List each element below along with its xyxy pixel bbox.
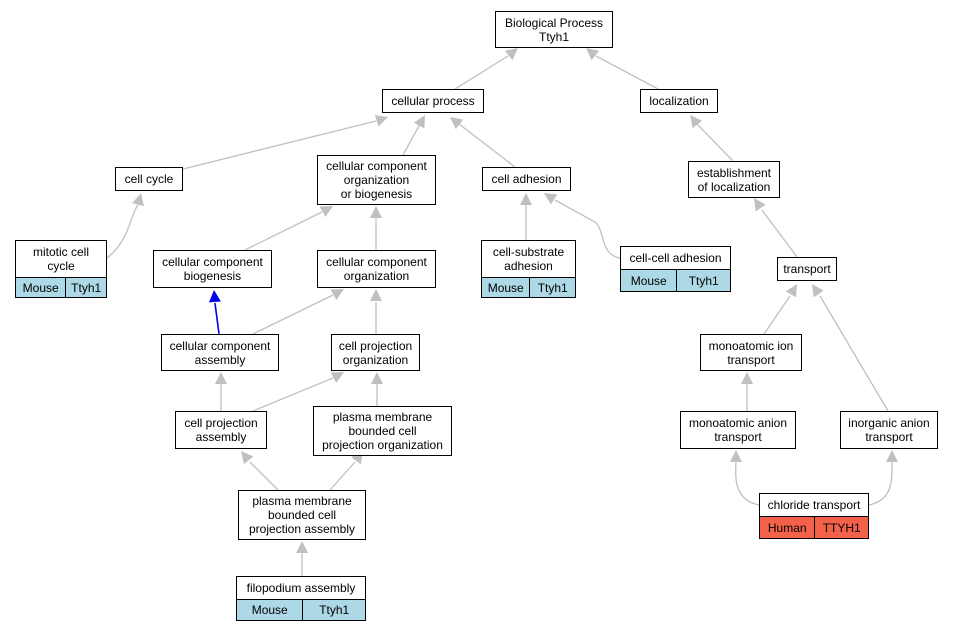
node-cellular-component-assembly[interactable]: cellular component assembly — [161, 334, 279, 371]
node-transport[interactable]: transport — [777, 257, 837, 281]
node-chloride-transport[interactable]: chloride transport — [759, 493, 869, 517]
edge-mono-ion-to-transport-arrowhead — [785, 284, 797, 298]
edge-pm-assembly-to-cp-assembly-arrowhead — [241, 451, 254, 465]
node-cell-adhesion[interactable]: cell adhesion — [482, 167, 571, 191]
edge-pm-assembly-to-pm-org — [329, 461, 356, 491]
edge-inorganic-to-transport-arrowhead — [812, 284, 824, 298]
node-plasma-membrane-bounded-cell-projection-organization[interactable]: plasma membrane bounded cell projection … — [313, 406, 452, 456]
node-biological-process[interactable]: Biological Process Ttyh1 — [495, 11, 613, 48]
species-label: Mouse — [482, 278, 530, 297]
edge-cp-assembly-to-cp-organization-arrowhead — [330, 372, 344, 384]
node-cellular-component-organization-or-biogenesis[interactable]: cellular component organization or bioge… — [317, 155, 436, 205]
gene-tag-filopodium[interactable]: Mouse Ttyh1 — [236, 599, 366, 621]
node-cellular-component-biogenesis[interactable]: cellular component biogenesis — [153, 250, 272, 288]
node-mitotic-cell-cycle[interactable]: mitotic cell cycle — [15, 240, 107, 278]
edge-chloride-to-inorganic-arrowhead — [886, 450, 898, 462]
edge-transport-to-est-localization — [761, 209, 798, 258]
edge-ccob-to-cellular-process — [402, 123, 421, 156]
edge-mono-anion-to-mono-ion-arrowhead — [741, 372, 753, 384]
node-inorganic-anion-transport[interactable]: inorganic anion transport — [840, 411, 938, 449]
edge-cc-assembly-to-cc-biogenesis — [214, 302, 220, 335]
edge-cell-adhesion-to-cellular-process — [458, 123, 516, 168]
edge-cellular-process-to-bp-arrowhead — [504, 48, 518, 61]
edge-transport-to-est-localization-arrowhead — [754, 198, 766, 212]
species-label: Mouse — [237, 600, 303, 620]
edge-est-localization-to-localization-arrowhead — [690, 115, 703, 129]
node-cell-projection-assembly[interactable]: cell projection assembly — [175, 411, 267, 449]
gene-label: Ttyh1 — [529, 278, 575, 297]
species-label: Human — [760, 517, 815, 538]
edge-cc-assembly-to-cc-organization — [252, 294, 334, 335]
node-filopodium-assembly[interactable]: filopodium assembly — [236, 576, 366, 600]
gene-tag-cell-cell[interactable]: Mouse Ttyh1 — [620, 269, 731, 292]
edge-mono-ion-to-transport — [763, 295, 791, 335]
edge-est-localization-to-localization — [696, 123, 734, 162]
edge-localization-to-bp-arrowhead — [586, 48, 600, 61]
edge-ccob-to-cellular-process-arrowhead — [413, 115, 425, 129]
gene-label: TTYH1 — [814, 517, 868, 538]
edge-cc-biogenesis-to-ccob-arrowhead — [319, 206, 333, 218]
node-monoatomic-anion-transport[interactable]: monoatomic anion transport — [680, 411, 796, 449]
edge-cp-assembly-to-cp-organization — [252, 377, 334, 412]
node-plasma-membrane-bounded-cell-projection-assembly[interactable]: plasma membrane bounded cell projection … — [238, 490, 366, 540]
node-localization[interactable]: localization — [640, 89, 718, 113]
edge-cc-assembly-to-cc-organization-arrowhead — [330, 289, 344, 301]
node-cell-cell-adhesion[interactable]: cell-cell adhesion — [620, 246, 731, 270]
edge-cell-adhesion-to-cellular-process-arrowhead — [450, 117, 464, 130]
node-cellular-process[interactable]: cellular process — [382, 89, 484, 113]
edge-cp-assembly-to-cc-assembly-arrowhead — [215, 372, 227, 384]
node-monoatomic-ion-transport[interactable]: monoatomic ion transport — [700, 334, 802, 371]
edge-pm-assembly-to-cp-assembly — [249, 461, 279, 491]
edge-cellular-process-to-bp — [454, 55, 509, 90]
edge-cell-cycle-to-cellular-process-arrowhead — [374, 115, 388, 127]
gene-tag-chloride[interactable]: Human TTYH1 — [759, 516, 869, 539]
node-establishment-of-localization[interactable]: establishment of localization — [688, 161, 780, 198]
edge-chloride-to-mono-anion-arrowhead — [730, 450, 742, 462]
edge-chloride-to-mono-anion — [735, 461, 760, 506]
edge-filopodium-to-pm-assembly-arrowhead — [296, 541, 308, 553]
edge-inorganic-to-transport — [819, 295, 889, 412]
edge-cell-cell-to-cell-adhesion — [554, 199, 621, 259]
edge-cell-cell-to-cell-adhesion-arrowhead — [544, 193, 558, 205]
edge-mitotic-to-cell-cycle-arrowhead — [132, 193, 144, 207]
edge-mitotic-to-cell-cycle — [106, 204, 139, 259]
edge-cell-cycle-to-cellular-process — [182, 120, 377, 170]
gene-tag-mitotic[interactable]: Mouse Ttyh1 — [15, 277, 107, 298]
gene-label: Ttyh1 — [65, 278, 106, 297]
edge-cp-organization-to-cc-organization-arrowhead — [370, 289, 382, 301]
edge-localization-to-bp — [595, 55, 659, 90]
edge-cc-biogenesis-to-ccob — [244, 211, 323, 251]
gene-label: Ttyh1 — [302, 600, 365, 620]
edge-cell-substrate-to-cell-adhesion-arrowhead — [520, 193, 532, 205]
edge-cc-assembly-to-cc-biogenesis-arrowhead — [208, 290, 221, 303]
edge-pm-org-to-cp-organization-arrowhead — [371, 372, 383, 384]
gene-label: Ttyh1 — [676, 270, 730, 291]
edge-chloride-to-inorganic — [868, 461, 893, 506]
species-label: Mouse — [16, 278, 66, 297]
node-cell-cycle[interactable]: cell cycle — [115, 167, 183, 191]
node-cell-projection-organization[interactable]: cell projection organization — [331, 334, 420, 371]
gene-tag-cell-substrate[interactable]: Mouse Ttyh1 — [481, 277, 576, 298]
node-cellular-component-organization[interactable]: cellular component organization — [317, 250, 436, 288]
node-cell-substrate-adhesion[interactable]: cell-substrate adhesion — [481, 240, 576, 278]
species-label: Mouse — [621, 270, 677, 291]
edge-cc-organization-to-ccob-arrowhead — [370, 206, 382, 218]
